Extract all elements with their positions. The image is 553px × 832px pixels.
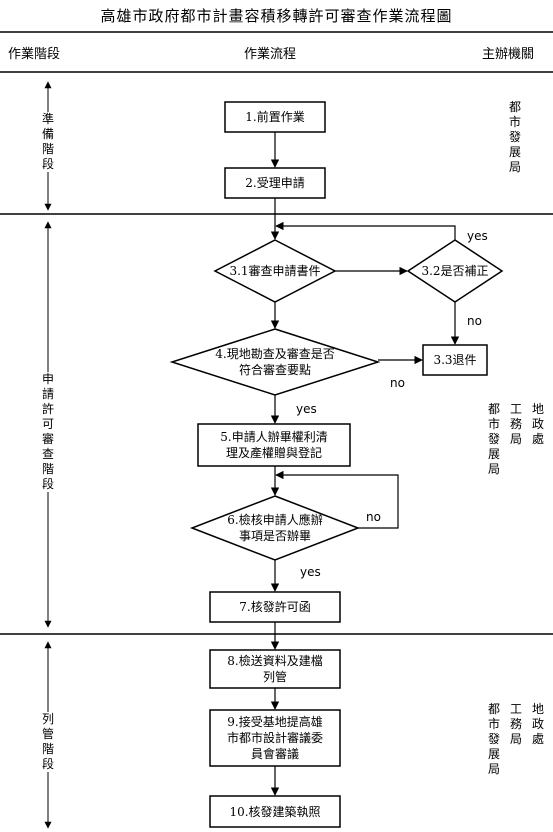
edge-label-yes-4: yes (296, 402, 317, 416)
edge-label-yes-6: yes (300, 565, 321, 579)
node-6: 6.檢核申請人應辦 事項是否辦畢 (205, 511, 345, 545)
header-stage: 作業階段 (8, 47, 61, 62)
node-3-3-label: 3.3退件 (433, 353, 477, 367)
node-8-box (209, 649, 341, 689)
node-9: 9.接受基地提高雄 市都市設計審議委 員會審議 (210, 710, 340, 766)
node-3-3: 3.3退件 (423, 345, 487, 375)
edge-6-loop-no (275, 470, 399, 529)
node-2-label: 2.受理申請 (245, 176, 305, 190)
edge-label-no-32: no (467, 314, 482, 328)
agency-review: 都市發展局 工務局 地政處 (487, 402, 545, 477)
edge-32-loop-yes (275, 221, 456, 240)
agency-control-col2: 工務局 (509, 702, 522, 746)
edge-label-no-6: no (366, 510, 381, 524)
agency-control-col1: 都市發展局 (487, 702, 500, 776)
stage-label-prep: 準備階段 (40, 112, 56, 172)
edge-label-yes-32: yes (467, 229, 488, 243)
node-1: 1.前置作業 (225, 102, 325, 132)
node-9-label-line2: 市都市設計審議委 (226, 731, 323, 745)
node-3-3-box (422, 344, 488, 376)
node-2-box (224, 167, 326, 199)
edge-label-no-4: no (390, 376, 405, 390)
agency-control-col3: 地政處 (531, 702, 544, 746)
page-title: 高雄市政府都市計畫容積移轉許可審查作業流程圖 (100, 7, 453, 25)
node-7-label: 7.核發許可函 (239, 600, 311, 614)
node-4-label-line1: 4.現地勘查及審查是否 (215, 347, 335, 361)
node-3-1-label: 3.1審查申請書件 (229, 264, 321, 278)
node-5: 5.申請人辦畢權利清 理及產權贈與登記 (198, 424, 350, 466)
node-5-label-line1: 5.申請人辦畢權利清 (220, 430, 328, 444)
node-2: 2.受理申請 (225, 168, 325, 198)
header-flow: 作業流程 (244, 47, 297, 62)
header-agency: 主辦機關 (482, 47, 535, 62)
agency-review-col2: 工務局 (509, 402, 522, 446)
stage-label-review: 申請許可審查階段 (40, 372, 56, 492)
agency-review-col3: 地政處 (531, 402, 544, 446)
node-7: 7.核發許可函 (210, 592, 340, 622)
node-8: 8.檢送資料及建檔 列管 (210, 650, 340, 688)
node-9-label-line3: 員會審議 (250, 747, 299, 761)
node-4-label-line2: 符合審查要點 (238, 363, 311, 377)
stage-label-control: 列管階段 (40, 712, 56, 772)
agency-control: 都市發展局 工務局 地政處 (487, 702, 545, 777)
node-1-label: 1.前置作業 (245, 110, 305, 124)
node-5-box (197, 423, 351, 467)
node-8-label-line2: 列管 (262, 670, 287, 684)
node-3-2-label: 3.2是否補正 (421, 264, 489, 278)
node-3-2: 3.2是否補正 (408, 260, 502, 282)
node-10: 10.核發建築執照 (210, 796, 340, 827)
node-10-label: 10.核發建築執照 (229, 804, 321, 819)
agency-prep: 都市發展局 (508, 100, 521, 174)
node-9-label-line1: 9.接受基地提高雄 (227, 715, 323, 729)
node-3-1: 3.1審查申請書件 (215, 260, 335, 282)
agency-review-col1: 都市發展局 (487, 402, 500, 476)
node-5-label-line2: 理及產權贈與登記 (225, 446, 322, 460)
node-8-label-line1: 8.檢送資料及建檔 (227, 654, 323, 668)
node-4: 4.現地勘查及審查是否 符合審查要點 (182, 345, 368, 379)
node-9-box (209, 709, 341, 767)
node-6-label-line1: 6.檢核申請人應辦 (227, 513, 323, 527)
node-6-label-line2: 事項是否辦畢 (238, 529, 311, 543)
node-7-box (209, 591, 341, 623)
node-10-box (209, 795, 341, 828)
